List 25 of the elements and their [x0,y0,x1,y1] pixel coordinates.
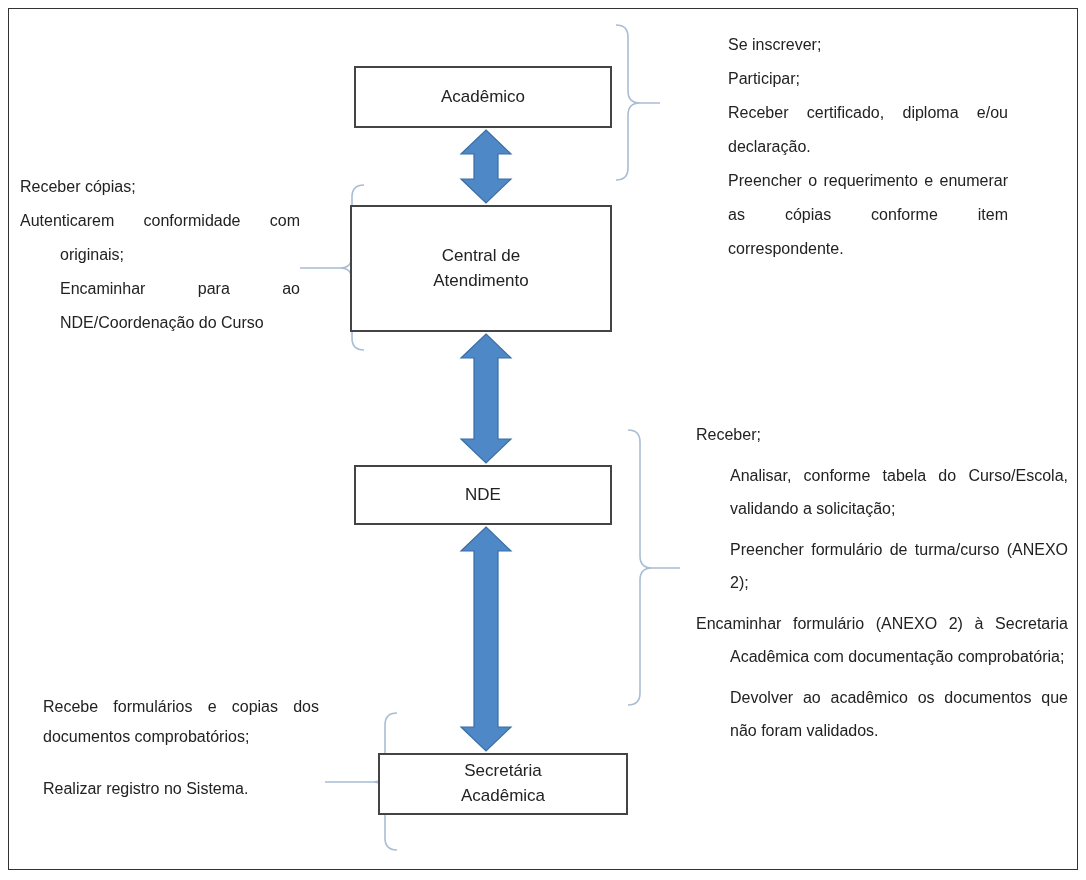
box-label: NDE [465,483,501,506]
box-label: Central de Atendimento [432,244,530,292]
process-box [350,205,612,332]
process-box [354,66,612,128]
note-text: Devolver ao acadêmico os documentos que não foram validados. [729,688,1068,741]
note-text: Encaminhar formulário (ANEXO 2) à Secretaria Acadêmica com documentação comprobatória; [696,614,1068,667]
note-text: Receber; [696,425,762,445]
note-text: Recebe formulários e copias dos documentos comprobatórios; [43,697,319,747]
box-label: Acadêmico [440,85,526,108]
double-arrow [459,129,513,204]
note-text: Realizar registro no Sistema. [43,779,250,799]
process-box [378,753,628,815]
double-arrow [459,526,513,752]
note-text: Participar; [728,69,802,89]
note-text: Autenticarem conformidade com originais; [20,211,300,265]
note-text: Se inscrever; [728,35,823,55]
note-text: Receber cópias; [20,177,137,197]
note-text: Preencher formulário de turma/curso (ANEXO 2); [729,540,1068,593]
note-text: Analisar, conforme tabela do Curso/Escola, validando a solicitação; [729,466,1068,519]
double-arrow [459,333,513,464]
note-text: Receber certificado, diploma e/ou declaração. [728,103,1008,157]
process-box [354,465,612,525]
note-text: Encaminhar para ao NDE/Coordenação do Curso [59,279,300,333]
box-label: Secretária Acadêmica [459,760,547,807]
note-text: Preencher o requerimento e enumerar as cópias conforme item correspondente. [728,171,1008,259]
